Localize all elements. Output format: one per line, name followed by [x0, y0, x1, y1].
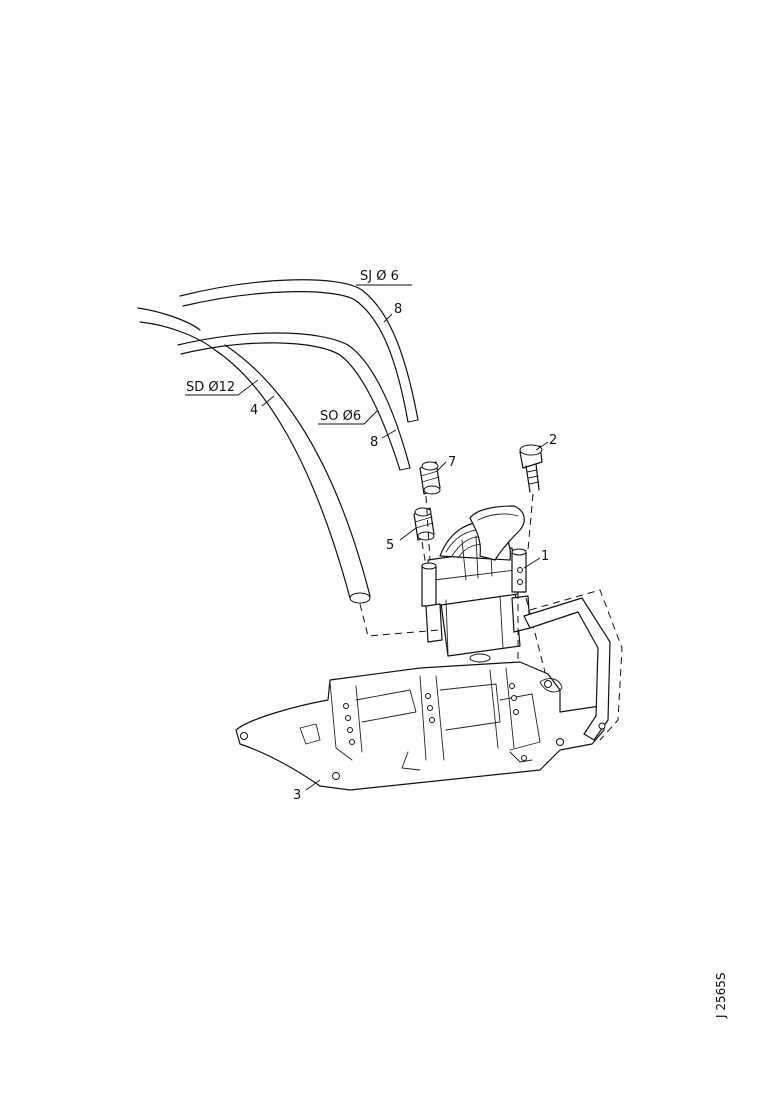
hose-label-sj: SJ Ø 6	[360, 269, 399, 284]
callout-5: 5	[386, 538, 394, 553]
callout-3: 3	[293, 788, 301, 803]
callout-8-lower: 8	[370, 435, 378, 450]
callout-2: 2	[549, 433, 557, 448]
hose-sj-pair	[179, 279, 419, 423]
hose-label-sd: SD Ø12	[186, 380, 235, 395]
callout-1: 1	[541, 549, 549, 564]
mounting-plate-3	[235, 661, 605, 791]
callout-8-upper: 8	[394, 302, 402, 317]
hose-label-so: SO Ø6	[320, 409, 361, 424]
drawing-code: J 2565S	[714, 972, 728, 1019]
hose-sd-4	[137, 307, 371, 604]
callout-4: 4	[250, 403, 258, 418]
joystick-valve-1	[421, 505, 531, 663]
callout-7: 7	[448, 455, 456, 470]
hose-so-pair	[177, 332, 411, 471]
callouts: SJ Ø 6 8 SD Ø12 4 SO Ø6 8 7 5 2 1 3	[185, 269, 557, 803]
assembly-lines	[359, 493, 623, 741]
side-bracket	[523, 597, 611, 741]
bolt-2	[519, 444, 543, 493]
fitting-5	[413, 507, 435, 541]
fitting-7	[419, 461, 441, 495]
